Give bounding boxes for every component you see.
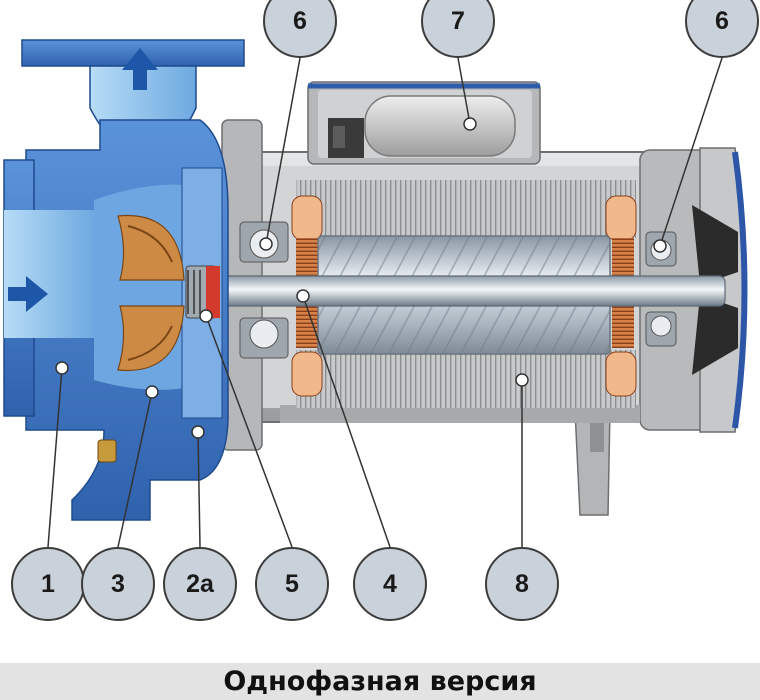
callout-2a: 2a bbox=[163, 547, 237, 621]
outlet-flow-arrow bbox=[122, 48, 158, 90]
callout-6-left: 6 bbox=[263, 0, 337, 58]
inlet-flow-arrow bbox=[8, 276, 48, 312]
impeller bbox=[117, 214, 185, 372]
callout-1: 1 bbox=[11, 547, 85, 621]
caption-bar: Однофазная версия bbox=[0, 663, 760, 700]
pump-cutaway-diagram bbox=[3, 39, 748, 548]
callout-6-right: 6 bbox=[685, 0, 759, 58]
callout-8: 8 bbox=[485, 547, 559, 621]
mechanical-seal bbox=[185, 265, 220, 319]
leader-lines bbox=[47, 57, 723, 548]
callout-4: 4 bbox=[353, 547, 427, 621]
caption: Однофазная версия bbox=[223, 666, 537, 697]
callout-3: 3 bbox=[81, 547, 155, 621]
leader-dots bbox=[55, 117, 667, 439]
stator bbox=[291, 180, 637, 408]
capacitor-box bbox=[307, 81, 541, 165]
callout-5: 5 bbox=[255, 547, 329, 621]
callout-7: 7 bbox=[421, 0, 495, 58]
